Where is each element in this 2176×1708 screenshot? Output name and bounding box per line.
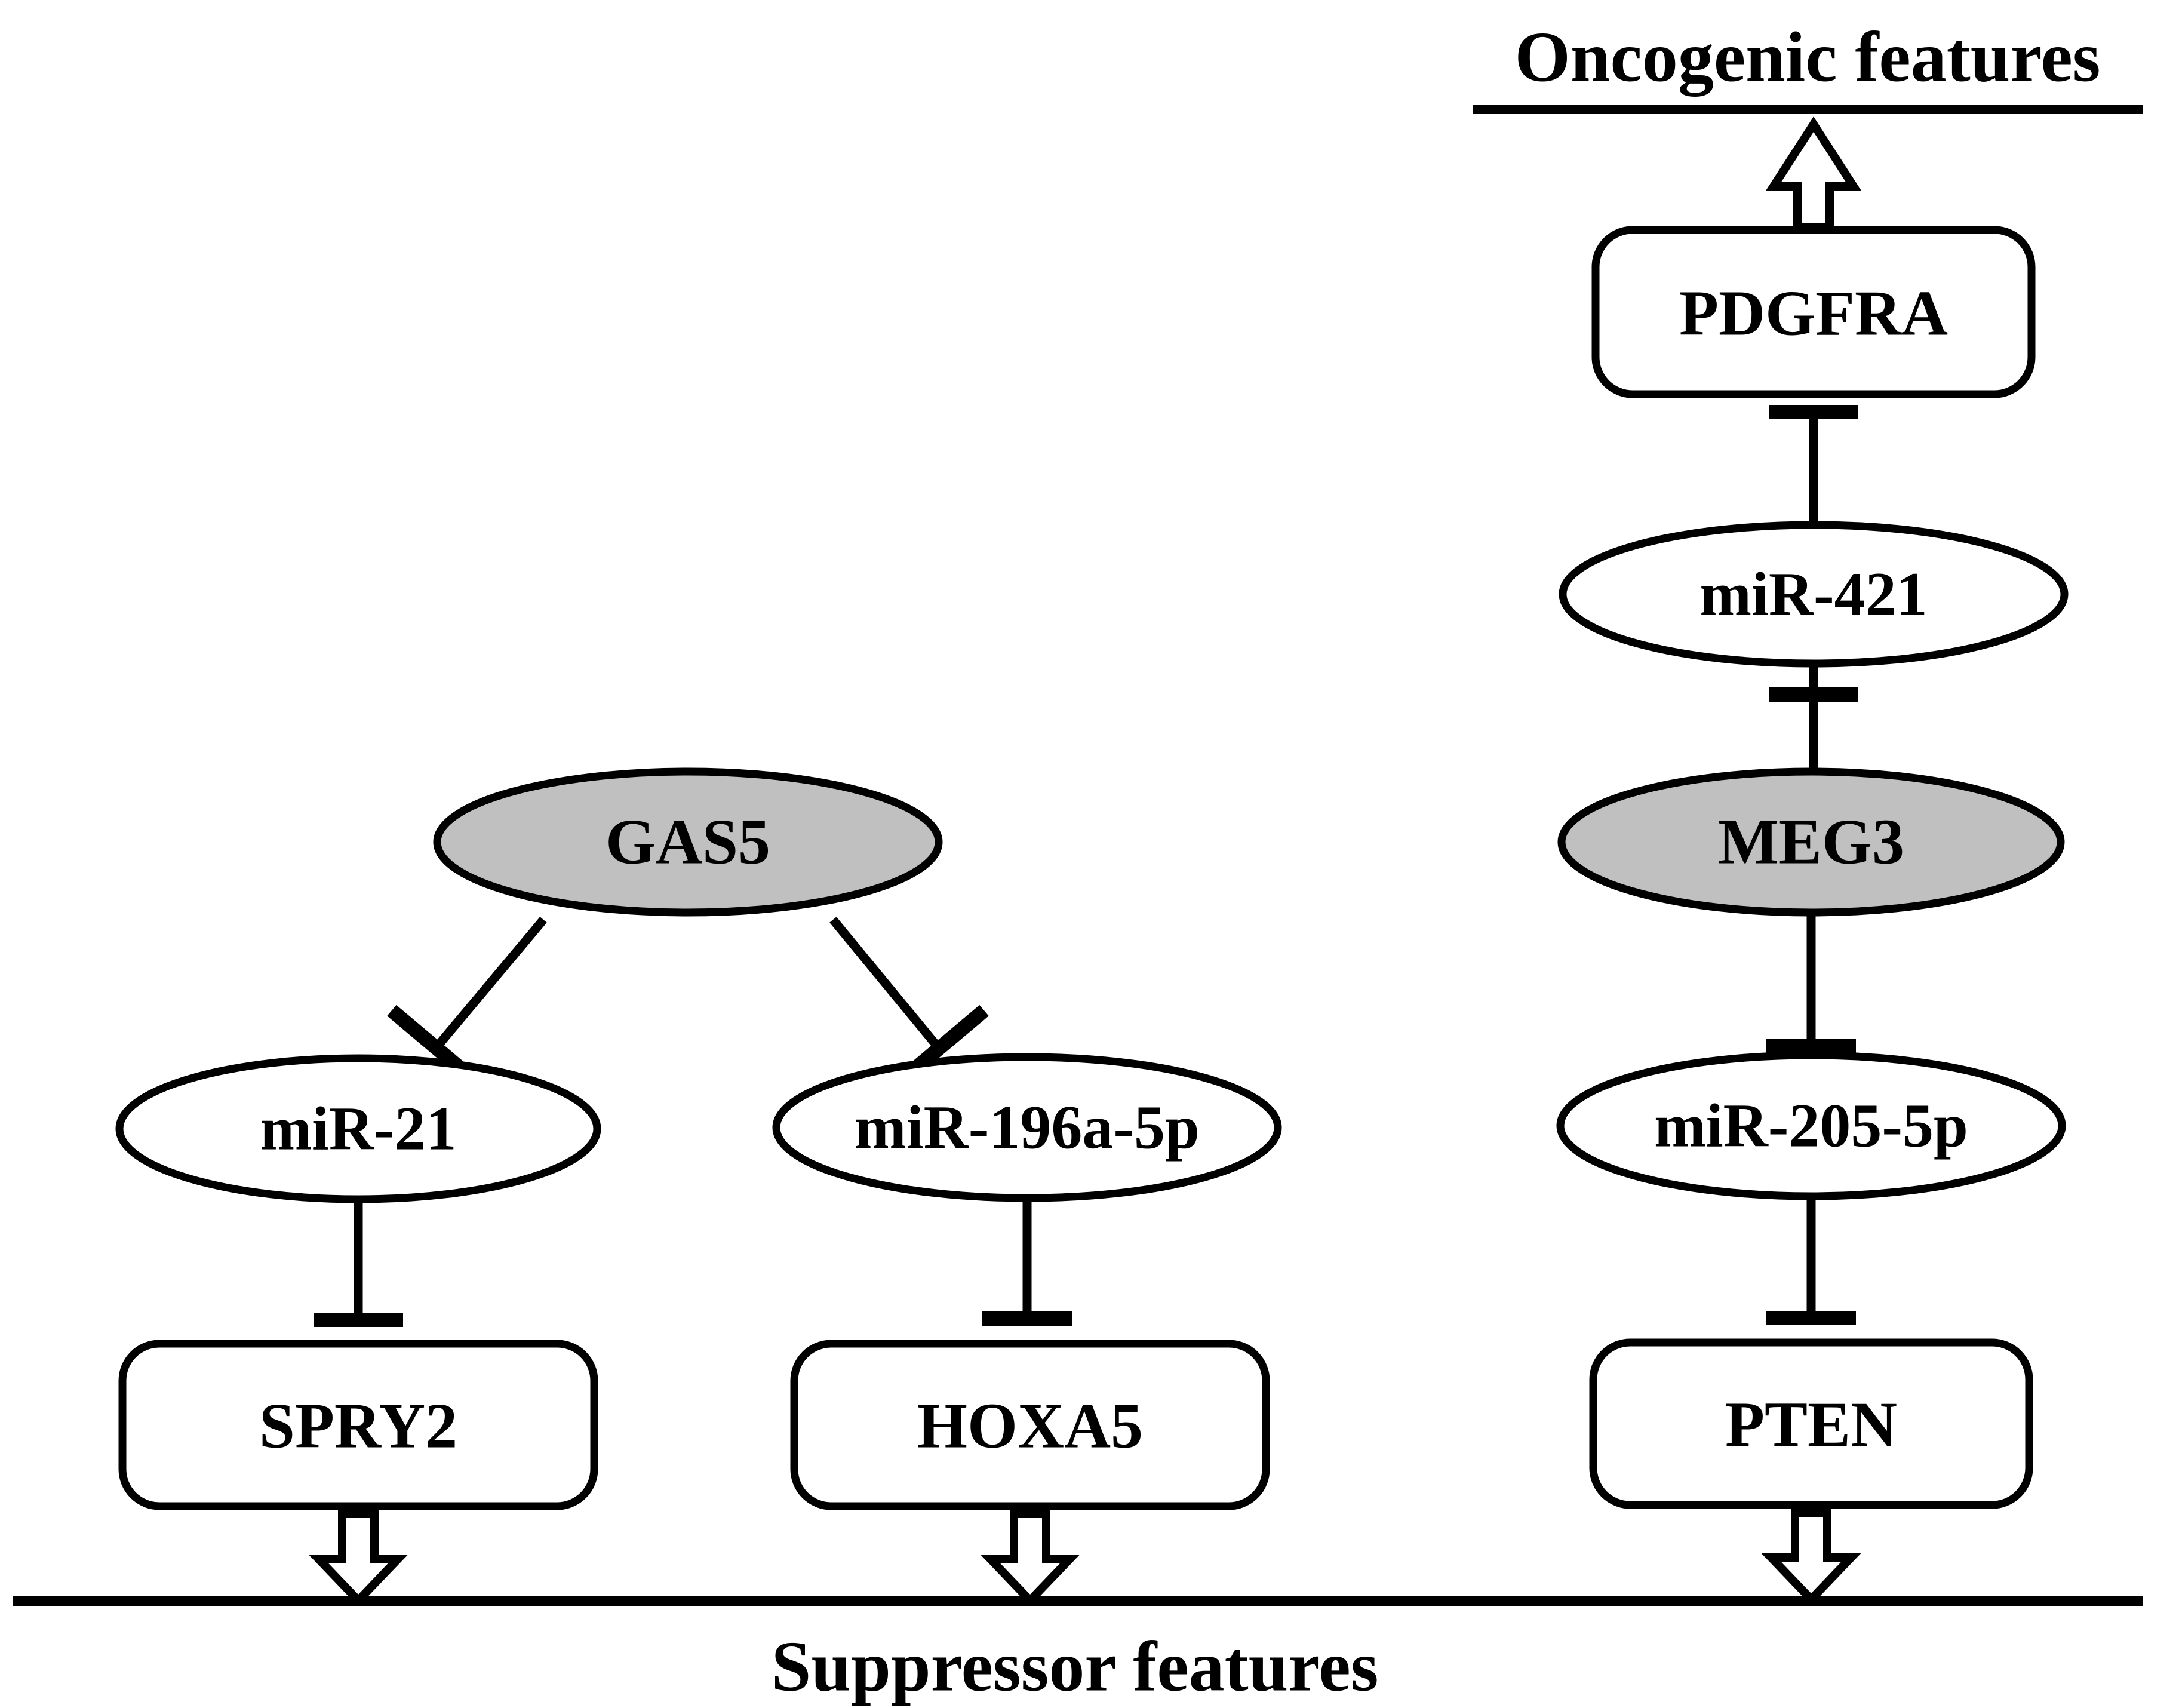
edge-gas5-inhibits-mir21: [387, 917, 547, 1074]
mir421-label: miR-421: [1699, 560, 1927, 629]
meg3-label: MEG3: [1718, 807, 1904, 878]
gas5-label: GAS5: [606, 807, 770, 878]
block-arrow-up-pdgfra-to-oncogenic: [1766, 116, 1861, 231]
inhibition-bar: [387, 1004, 465, 1074]
pten-label: PTEN: [1725, 1390, 1897, 1461]
pdgfra-label: PDGFRA: [1679, 278, 1948, 349]
block-arrow-down-spry2-to-suppressor: [308, 1510, 408, 1607]
node-spry2[interactable]: SPRY2: [118, 1340, 598, 1510]
node-mir421[interactable]: miR-421: [1559, 521, 2069, 668]
gas5-shape: [433, 767, 943, 917]
spry2-label: SPRY2: [259, 1391, 457, 1462]
node-hoxa5[interactable]: HOXA5: [790, 1340, 1270, 1510]
block-arrow-down-hoxa5-to-suppressor: [980, 1510, 1080, 1607]
node-meg3[interactable]: MEG3: [1557, 767, 2065, 917]
meg3-shape: [1557, 767, 2065, 917]
hoxa5-label: HOXA5: [917, 1391, 1143, 1462]
edge-mir196a-5p-inhibits-hoxa5: [982, 1199, 1072, 1326]
edge-mir421-inhibits-pdgfra: [1769, 405, 1858, 526]
oncogenic-features-label: Oncogenic features: [1515, 17, 2101, 97]
block-arrow-down-pten-to-suppressor: [1761, 1509, 1861, 1606]
edge-meg3-inhibits-mir205-5p: [1766, 914, 1856, 1053]
pdgfra-shape: [1591, 226, 2036, 398]
mir205-5p-label: miR-205-5p: [1654, 1092, 1968, 1160]
pten-shape: [1589, 1338, 2033, 1509]
node-mir21[interactable]: miR-21: [115, 1054, 601, 1203]
mir21-shape: [115, 1054, 601, 1203]
node-mir196a-5p[interactable]: miR-196a-5p: [772, 1053, 1282, 1202]
mir205-5p-shape: [1556, 1051, 2066, 1200]
node-pten[interactable]: PTEN: [1589, 1338, 2033, 1509]
hoxa5-shape: [790, 1340, 1270, 1510]
spry2-shape: [118, 1340, 598, 1510]
inhibition-bar: [911, 1004, 989, 1074]
edge-mir21-inhibits-spry2: [314, 1200, 403, 1327]
edge-gas5-inhibits-mir196a-5p: [829, 917, 989, 1074]
edge-meg3-inhibits-mir421: [1769, 663, 1858, 776]
mir21-label: miR-21: [260, 1095, 456, 1163]
edge-mir205-5p-inhibits-pten: [1766, 1197, 1856, 1325]
mir196a-5p-label: miR-196a-5p: [855, 1093, 1200, 1162]
mir196a-5p-shape: [772, 1053, 1282, 1202]
node-mir205-5p[interactable]: miR-205-5p: [1556, 1051, 2066, 1200]
node-pdgfra[interactable]: PDGFRA: [1591, 226, 2036, 398]
node-gas5[interactable]: GAS5: [433, 767, 943, 917]
suppressor-features-label: Suppressor features: [772, 1627, 1379, 1706]
edge-shaft: [432, 917, 547, 1051]
edge-shaft: [829, 917, 942, 1051]
